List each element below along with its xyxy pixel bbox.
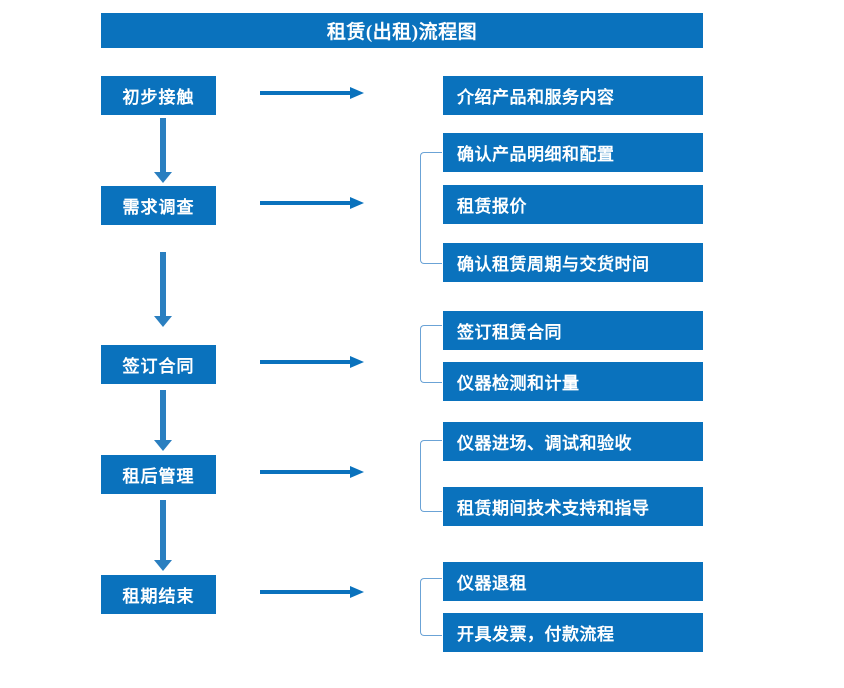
stage-box-5[interactable]: 租期结束 — [101, 575, 216, 614]
arrow-shaft — [260, 470, 352, 474]
group-bracket-4 — [420, 440, 442, 512]
arrow-shaft — [260, 590, 352, 594]
arrow-head-icon — [350, 466, 364, 478]
arrow-right-2 — [260, 195, 364, 211]
arrow-shaft — [160, 118, 166, 172]
stage-box-2[interactable]: 需求调查 — [101, 186, 216, 225]
detail-box-2-3[interactable]: 确认租赁周期与交货时间 — [443, 243, 703, 282]
arrow-down-2 — [154, 252, 172, 328]
arrow-down-4 — [154, 500, 172, 572]
detail-box-1-1[interactable]: 介绍产品和服务内容 — [443, 76, 703, 115]
arrow-shaft — [160, 390, 166, 440]
arrow-head-icon — [154, 440, 172, 451]
arrow-head-icon — [350, 197, 364, 209]
detail-box-2-2[interactable]: 租赁报价 — [443, 185, 703, 224]
arrow-head-icon — [350, 586, 364, 598]
group-bracket-2 — [420, 152, 442, 264]
arrow-shaft — [260, 91, 352, 95]
detail-box-4-1[interactable]: 仪器进场、调试和验收 — [443, 422, 703, 461]
arrow-head-icon — [154, 560, 172, 571]
detail-box-3-1[interactable]: 签订租赁合同 — [443, 311, 703, 350]
detail-box-2-1[interactable]: 确认产品明细和配置 — [443, 133, 703, 172]
stage-box-1[interactable]: 初步接触 — [101, 76, 216, 115]
arrow-right-4 — [260, 464, 364, 480]
stage-box-3[interactable]: 签订合同 — [101, 345, 216, 384]
arrow-right-1 — [260, 85, 364, 101]
arrow-down-1 — [154, 118, 172, 184]
detail-box-5-2[interactable]: 开具发票，付款流程 — [443, 613, 703, 652]
arrow-shaft — [160, 500, 166, 560]
arrow-head-icon — [350, 87, 364, 99]
detail-box-4-2[interactable]: 租赁期间技术支持和指导 — [443, 487, 703, 526]
arrow-head-icon — [154, 172, 172, 183]
arrow-head-icon — [350, 356, 364, 368]
page-title: 租赁(出租)流程图 — [101, 13, 703, 48]
group-bracket-3 — [420, 325, 442, 383]
arrow-down-3 — [154, 390, 172, 452]
arrow-head-icon — [154, 316, 172, 327]
arrow-shaft — [260, 201, 352, 205]
arrow-shaft — [160, 252, 166, 316]
arrow-shaft — [260, 360, 352, 364]
arrow-right-5 — [260, 584, 364, 600]
group-bracket-5 — [420, 578, 442, 636]
detail-box-3-2[interactable]: 仪器检测和计量 — [443, 362, 703, 401]
stage-box-4[interactable]: 租后管理 — [101, 455, 216, 494]
arrow-right-3 — [260, 354, 364, 370]
detail-box-5-1[interactable]: 仪器退租 — [443, 562, 703, 601]
